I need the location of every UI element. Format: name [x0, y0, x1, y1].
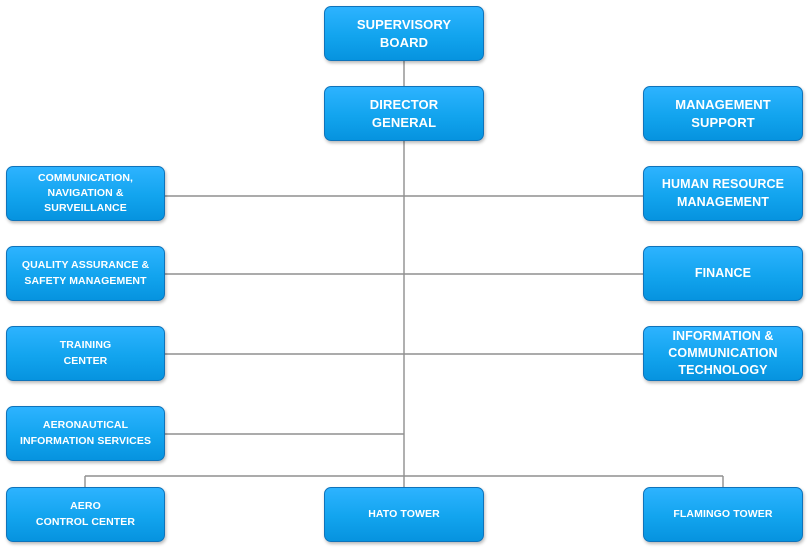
human-resource-management-node[interactable]: HUMAN RESOURCE MANAGEMENT: [643, 166, 803, 221]
information-communication-technology-node[interactable]: INFORMATION & COMMUNICATION TECHNOLOGY: [643, 326, 803, 381]
hato-tower-node[interactable]: HATO TOWER: [324, 487, 484, 542]
quality-assurance-safety-management-node[interactable]: QUALITY ASSURANCE & SAFETY MANAGEMENT: [6, 246, 165, 301]
management-support-node[interactable]: MANAGEMENT SUPPORT: [643, 86, 803, 141]
aeronautical-information-services-node[interactable]: AERONAUTICAL INFORMATION SERVICES: [6, 406, 165, 461]
aero-control-center-node[interactable]: AERO CONTROL CENTER: [6, 487, 165, 542]
director-general-node[interactable]: DIRECTOR GENERAL: [324, 86, 484, 141]
communication-navigation-surveillance-node[interactable]: COMMUNICATION, NAVIGATION & SURVEILLANCE: [6, 166, 165, 221]
supervisory-board-node[interactable]: SUPERVISORY BOARD: [324, 6, 484, 61]
training-center-node[interactable]: TRAINING CENTER: [6, 326, 165, 381]
flamingo-tower-node[interactable]: FLAMINGO TOWER: [643, 487, 803, 542]
finance-node[interactable]: FINANCE: [643, 246, 803, 301]
